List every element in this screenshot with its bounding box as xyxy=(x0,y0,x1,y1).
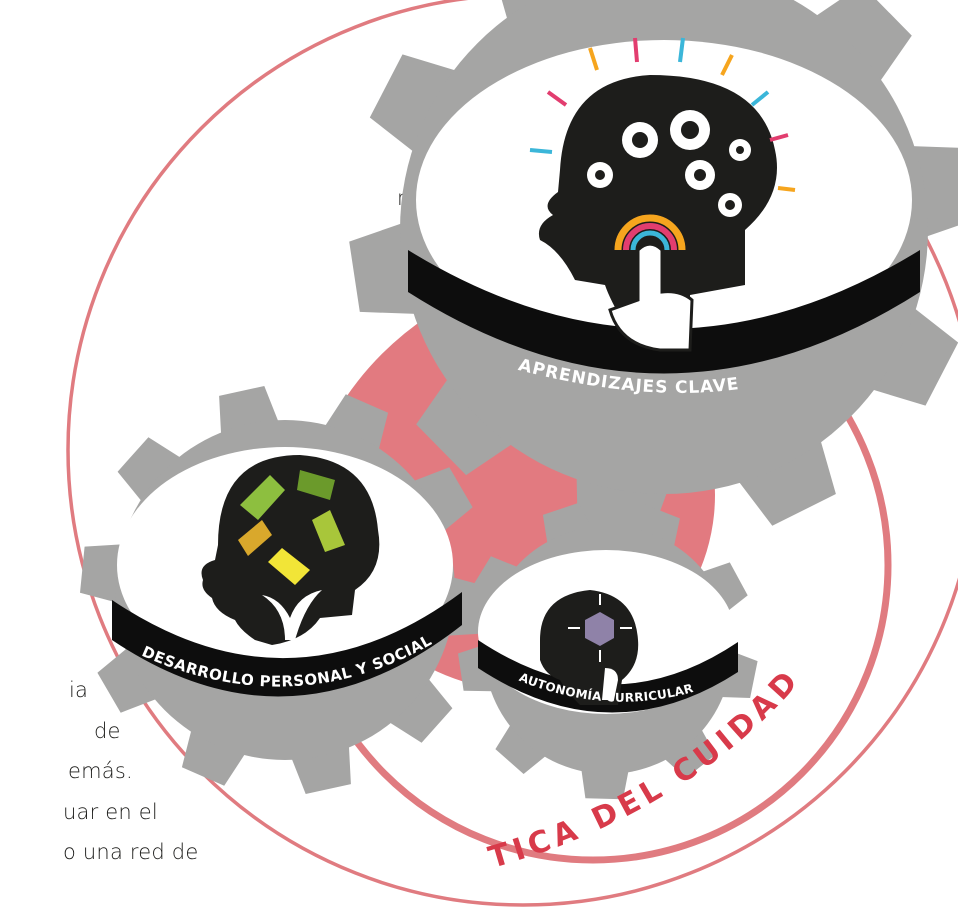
text-fragment-7: o una red de xyxy=(63,840,199,864)
cube-arrows-icon xyxy=(540,590,639,705)
text-fragment-5: emás. xyxy=(68,759,133,783)
text-fragment-6: uar en el xyxy=(63,800,158,824)
text-fragment-3: ia xyxy=(69,678,89,702)
outer-ring xyxy=(66,0,958,907)
text-fragment-4: de xyxy=(94,719,121,743)
gear-main-band xyxy=(408,250,920,374)
brain-gears-icon xyxy=(529,37,796,352)
hands-plant-icon xyxy=(201,455,380,645)
gear-left-band xyxy=(112,592,462,697)
gear-small-band xyxy=(478,640,738,713)
